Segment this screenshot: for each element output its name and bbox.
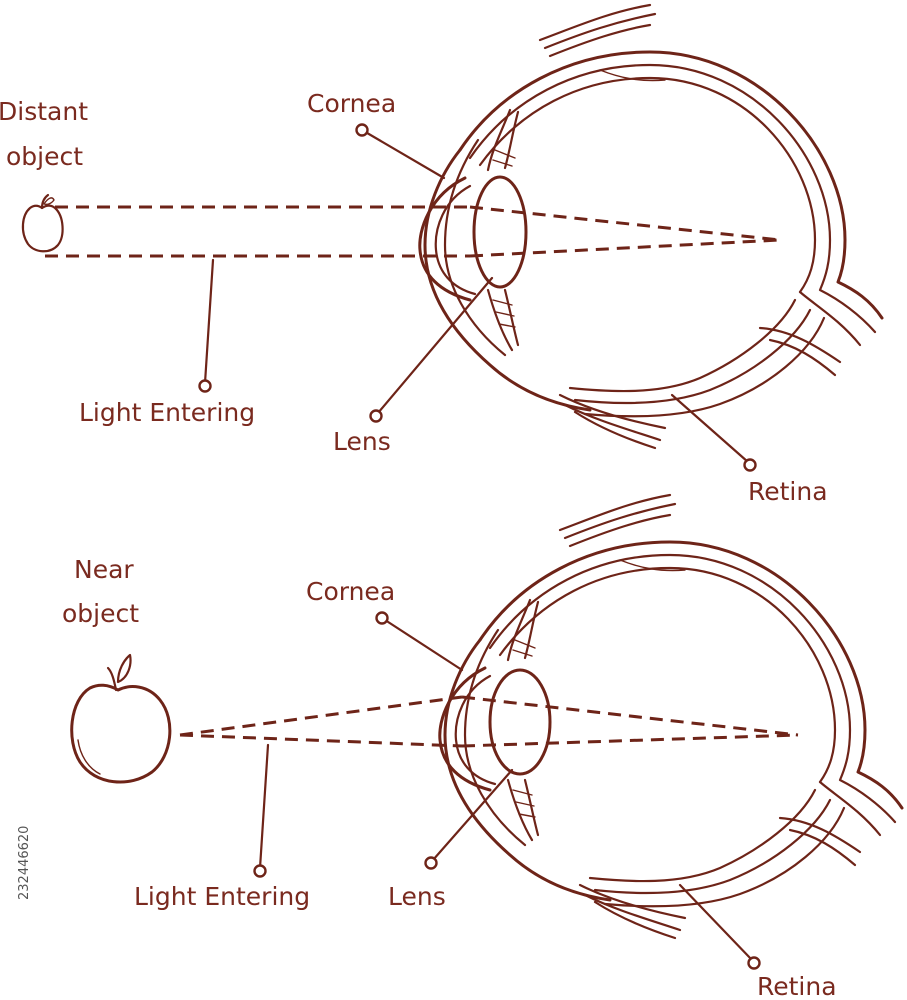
retina-pointer-dot <box>743 458 757 472</box>
light-pointer-dot <box>253 864 267 878</box>
lens-pointer-dot <box>424 856 438 870</box>
top-panel: Distant object Cornea Light Entering Len… <box>0 3 884 506</box>
cornea-pointer-dot <box>355 123 369 137</box>
retina-pointer-dot <box>747 956 761 970</box>
retina-label-bottom: Retina <box>757 972 837 1000</box>
bottom-panel-overlays: Near object Cornea Light Entering Lens R… <box>17 555 837 1000</box>
cornea-label-top: Cornea <box>307 89 396 118</box>
cornea-label-bottom: Cornea <box>306 577 395 606</box>
apple-icon <box>70 653 172 784</box>
near-object-label-line2: object <box>62 599 139 628</box>
lens-pointer-dot <box>369 409 383 423</box>
lens-label-bottom: Lens <box>388 882 446 911</box>
lens-label-top: Lens <box>333 427 391 456</box>
cornea-pointer-dot <box>375 611 389 625</box>
stock-id: 232446620 <box>17 826 32 900</box>
eye-cross-section-icon <box>418 3 884 450</box>
near-object-label-line1: Near <box>74 555 134 584</box>
distant-object-label-line2: object <box>6 142 83 171</box>
light-entering-label-top: Light Entering <box>79 398 255 427</box>
light-entering-label-bottom: Light Entering <box>134 882 310 911</box>
retina-label-top: Retina <box>748 477 828 506</box>
light-pointer-dot <box>198 379 212 393</box>
distant-object-label-line1: Distant <box>0 97 88 126</box>
bottom-panel <box>438 493 904 940</box>
apple-icon <box>21 193 64 253</box>
eye-cross-section-icon <box>438 493 904 940</box>
